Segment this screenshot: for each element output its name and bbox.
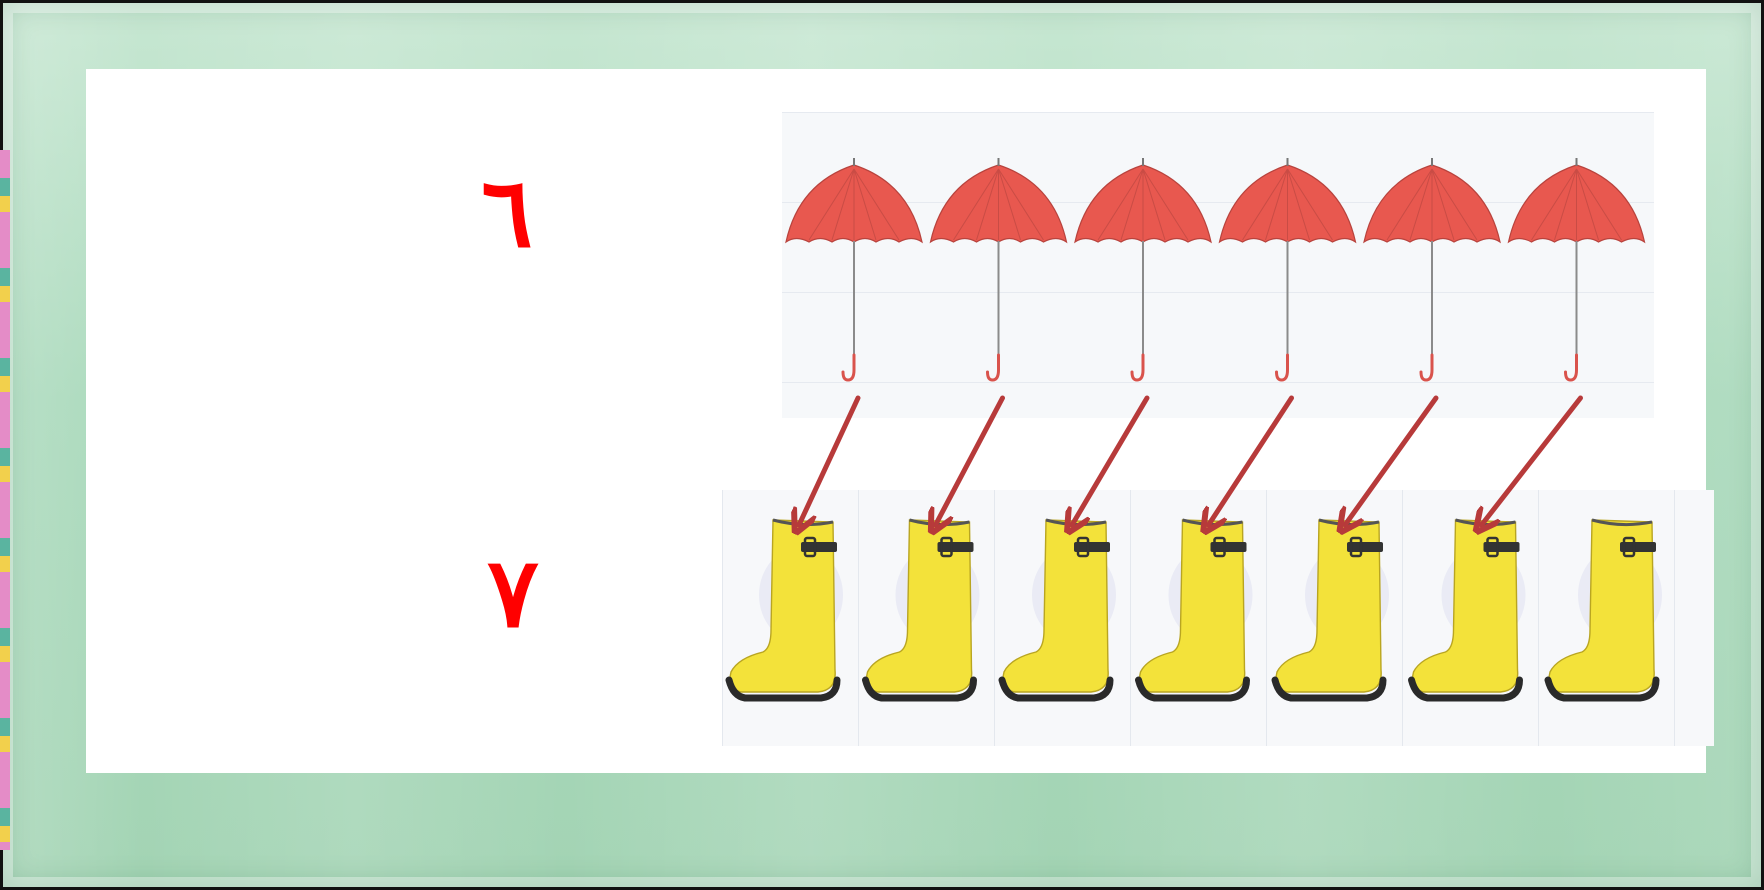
umbrella-icon [1075,158,1211,380]
rain-boot-icon [1548,520,1662,698]
match-arrow [1345,398,1436,525]
rain-boot-icon [729,520,843,698]
rain-boot-icon [1002,520,1116,698]
umbrella-icon [1509,158,1645,380]
match-arrow [1209,398,1292,525]
match-arrow [936,398,1003,525]
rain-boot-icon [1275,520,1389,698]
match-arrow [799,398,858,525]
rain-boot-icon [866,520,980,698]
match-arrow [1482,398,1581,525]
umbrella-icon [1220,158,1356,380]
rain-boot-icon [1412,520,1526,698]
match-arrow [1072,398,1147,525]
umbrella-icon [786,158,922,380]
rain-boot-icon [1139,520,1253,698]
umbrella-icon [1364,158,1500,380]
umbrella-icon [931,158,1067,380]
